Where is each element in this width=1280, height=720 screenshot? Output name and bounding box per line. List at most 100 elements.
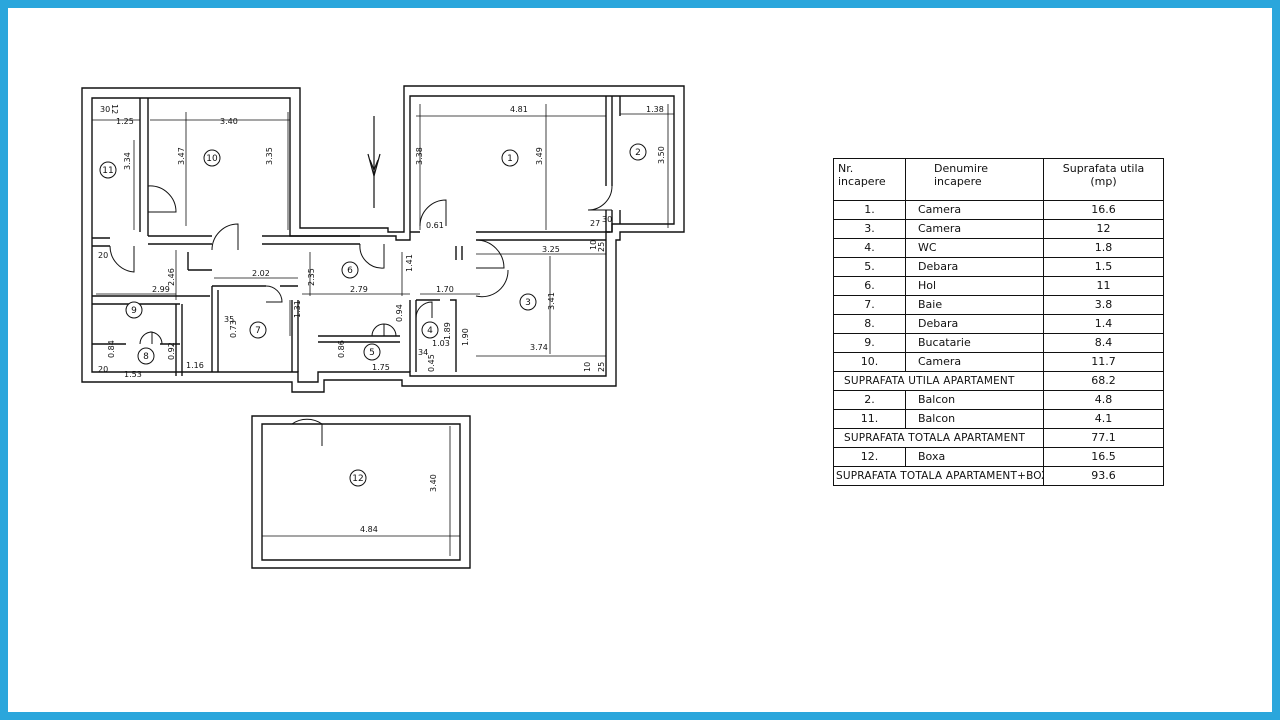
room-number-cell: 3. bbox=[833, 219, 906, 239]
dimension-label: 1.90 bbox=[461, 328, 470, 346]
wall-left-mid bbox=[92, 237, 110, 247]
wall-kitchen-bottom bbox=[92, 295, 210, 305]
dimension-label: 2.35 bbox=[307, 268, 316, 286]
dimension-label: 30 bbox=[602, 215, 612, 224]
total-value-cell: 68.2 bbox=[1043, 371, 1164, 391]
room-area-cell: 8.4 bbox=[1043, 333, 1164, 353]
dimension-label: 1.16 bbox=[186, 361, 204, 370]
room-12-label: 12 bbox=[349, 469, 367, 487]
room-area-cell: 16.6 bbox=[1043, 200, 1164, 220]
room-number-cell: 12. bbox=[833, 447, 906, 467]
wall-4 bbox=[409, 299, 457, 372]
room-12-circle bbox=[349, 469, 367, 487]
room-area-cell: 16.5 bbox=[1043, 447, 1164, 467]
room-area-cell: 1.5 bbox=[1043, 257, 1164, 277]
room-name-cell: Balcon bbox=[905, 390, 1044, 410]
dimension-label: 34 bbox=[418, 348, 428, 357]
room-9-number: 9 bbox=[131, 306, 137, 316]
room-8-label: 8 bbox=[137, 347, 155, 365]
room-number-cell: 7. bbox=[833, 295, 906, 315]
room-number-cell: 1. bbox=[833, 200, 906, 220]
room-10-number: 10 bbox=[206, 154, 218, 164]
north-arrow bbox=[367, 116, 381, 208]
dimension-label: 10 bbox=[583, 362, 592, 372]
room-3-circle bbox=[519, 293, 537, 311]
dimension-label: 0.84 bbox=[107, 340, 116, 358]
room-area-cell: 11.7 bbox=[1043, 352, 1164, 372]
inner-wall-line-left bbox=[91, 95, 675, 383]
dimension-label: 3.40 bbox=[220, 117, 238, 126]
room-11-label: 11 bbox=[99, 161, 117, 179]
dimension-label: 12 bbox=[110, 104, 119, 114]
dimension-label: 30 bbox=[100, 105, 110, 114]
room-area-cell: 4.1 bbox=[1043, 409, 1164, 429]
room-name-cell: Bucatarie bbox=[905, 333, 1044, 353]
dimension-label: 3.50 bbox=[657, 146, 666, 164]
wall-8-9 bbox=[92, 304, 183, 376]
room-name-cell: Debara bbox=[905, 257, 1044, 277]
wall-5-top bbox=[318, 335, 400, 343]
room-1-number: 1 bbox=[507, 154, 513, 164]
dimension-label: 2.02 bbox=[252, 269, 270, 278]
room-area-cell: 3.8 bbox=[1043, 295, 1164, 315]
room-10-label: 10 bbox=[203, 149, 221, 167]
room-4-label: 4 bbox=[421, 321, 439, 339]
room-3-number: 3 bbox=[525, 298, 531, 308]
room-number-cell: 10. bbox=[833, 352, 906, 372]
room-number-cell: 11. bbox=[833, 409, 906, 429]
dimension-label: 1.03 bbox=[432, 339, 450, 348]
total-value-cell: 77.1 bbox=[1043, 428, 1164, 448]
dimension-label: 3.49 bbox=[535, 147, 544, 165]
room-area-cell: 1.8 bbox=[1043, 238, 1164, 258]
dimension-label: 0.61 bbox=[426, 221, 444, 230]
door-swings bbox=[109, 185, 613, 446]
room-name-cell: Debara bbox=[905, 314, 1044, 334]
dimension-label: 1.38 bbox=[646, 105, 664, 114]
dimension-label: 3.47 bbox=[177, 147, 186, 165]
room-name-cell: Camera bbox=[905, 200, 1044, 220]
dimension-label: 0.94 bbox=[395, 304, 404, 322]
dimension-label: 3.25 bbox=[542, 245, 560, 254]
room-2-number: 2 bbox=[635, 148, 641, 158]
room-4-number: 4 bbox=[427, 326, 433, 336]
dimension-label: 2.79 bbox=[350, 285, 368, 294]
wall-bath-right bbox=[291, 300, 299, 372]
room-2-label: 2 bbox=[629, 143, 647, 161]
room-7-circle bbox=[249, 321, 267, 339]
room-name-cell: Balcon bbox=[905, 409, 1044, 429]
room-8-circle bbox=[137, 347, 155, 365]
wall-kitchen-top bbox=[187, 252, 212, 271]
wall-bath-left bbox=[211, 286, 219, 372]
room-name-cell: Hol bbox=[905, 276, 1044, 296]
dimension-label: 20 bbox=[98, 365, 108, 374]
room-11-circle bbox=[99, 161, 117, 179]
total-label-cell: SUPRAFATA UTILA APARTAMENT bbox=[833, 371, 1044, 391]
room-area-cell: 11 bbox=[1043, 276, 1164, 296]
dimension-label: 0.45 bbox=[427, 354, 436, 372]
room-area-cell: 4.8 bbox=[1043, 390, 1164, 410]
room-5-circle bbox=[363, 343, 381, 361]
dimension-label: 27 bbox=[590, 219, 600, 228]
dimension-label: 0.86 bbox=[337, 340, 346, 358]
header-area: Suprafata utila(mp) bbox=[1043, 158, 1164, 201]
wall-room1-right bbox=[605, 96, 613, 232]
wall-room1-bottom bbox=[410, 231, 610, 241]
room-6-number: 6 bbox=[347, 266, 353, 276]
dimension-label: 0.92 bbox=[167, 342, 176, 360]
dimension-label: 3.35 bbox=[265, 147, 274, 165]
